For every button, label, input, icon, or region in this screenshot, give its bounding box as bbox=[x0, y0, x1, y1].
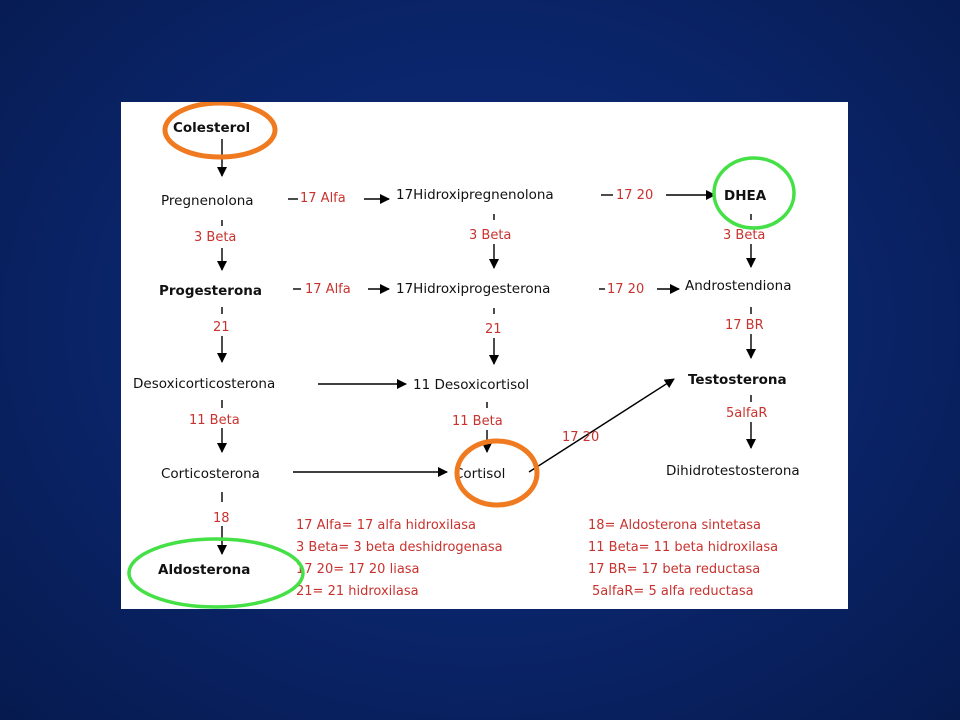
legend-item: 18= Aldosterona sintetasa bbox=[588, 518, 761, 533]
enzyme-3beta-3: 3 Beta bbox=[723, 228, 765, 243]
enzyme-17alfa-2: 17 Alfa bbox=[305, 282, 351, 297]
node-desoxicorticosterona: Desoxicorticosterona bbox=[133, 376, 275, 392]
node-dihidrotestosterona: Dihidrotestosterona bbox=[666, 463, 800, 479]
steroidogenesis-diagram-panel: Colesterol Pregnenolona 17Hidroxipregnen… bbox=[121, 102, 848, 609]
node-testosterona: Testosterona bbox=[688, 372, 787, 388]
node-androstendiona: Androstendiona bbox=[685, 278, 791, 294]
highlight-dhea-green bbox=[712, 156, 796, 230]
enzyme-1720-2: 17 20 bbox=[607, 282, 644, 297]
legend-item: 3 Beta= 3 beta deshidrogenasa bbox=[296, 540, 503, 555]
enzyme-5alfar: 5alfaR bbox=[726, 406, 767, 421]
legend-item: 17 Alfa= 17 alfa hidroxilasa bbox=[296, 518, 476, 533]
node-cortisol: Cortisol bbox=[454, 466, 505, 482]
node-colesterol: Colesterol bbox=[173, 120, 250, 136]
enzyme-17br: 17 BR bbox=[725, 318, 764, 333]
legend-item: 21= 21 hidroxilasa bbox=[296, 584, 419, 599]
node-dhea: DHEA bbox=[724, 188, 767, 204]
enzyme-11beta-2: 11 Beta bbox=[452, 414, 503, 429]
highlight-colesterol-orange bbox=[162, 102, 278, 160]
enzyme-1720-3: 17 20 bbox=[562, 430, 599, 445]
legend-right: 18= Aldosterona sintetasa 11 Beta= 11 be… bbox=[588, 518, 778, 599]
legend-item: 5alfaR= 5 alfa reductasa bbox=[592, 584, 754, 599]
node-pregnenolona: Pregnenolona bbox=[161, 193, 254, 209]
legend-item: 17 BR= 17 beta reductasa bbox=[588, 562, 760, 577]
highlight-aldosterona-green bbox=[127, 537, 305, 609]
node-aldosterona: Aldosterona bbox=[158, 562, 250, 578]
enzyme-11beta-1: 11 Beta bbox=[189, 413, 240, 428]
legend-item: 17 20= 17 20 liasa bbox=[296, 562, 420, 577]
node-11desoxicortisol: 11 Desoxicortisol bbox=[413, 377, 529, 393]
steroidogenesis-diagram: Colesterol Pregnenolona 17Hidroxipregnen… bbox=[127, 102, 800, 609]
enzyme-1720-1: 17 20 bbox=[616, 188, 653, 203]
enzyme-18: 18 bbox=[213, 511, 230, 526]
legend-item: 11 Beta= 11 beta hidroxilasa bbox=[588, 540, 778, 555]
enzyme-17alfa-1: 17 Alfa bbox=[300, 191, 346, 206]
node-17hidroxiprogesterona: 17Hidroxiprogesterona bbox=[396, 281, 550, 297]
enzyme-21-1: 21 bbox=[213, 320, 230, 335]
enzyme-3beta-2: 3 Beta bbox=[469, 228, 511, 243]
enzyme-3beta-1: 3 Beta bbox=[194, 230, 236, 245]
enzyme-21-2: 21 bbox=[485, 322, 502, 337]
highlight-cortisol-orange bbox=[454, 438, 540, 508]
node-progesterona: Progesterona bbox=[159, 283, 262, 299]
node-corticosterona: Corticosterona bbox=[161, 466, 260, 482]
legend-left: 17 Alfa= 17 alfa hidroxilasa 3 Beta= 3 b… bbox=[296, 518, 503, 599]
node-17hidroxipregnenolona: 17Hidroxipregnenolona bbox=[396, 187, 554, 203]
arrow-cortisol-to-testosterona bbox=[528, 378, 675, 473]
